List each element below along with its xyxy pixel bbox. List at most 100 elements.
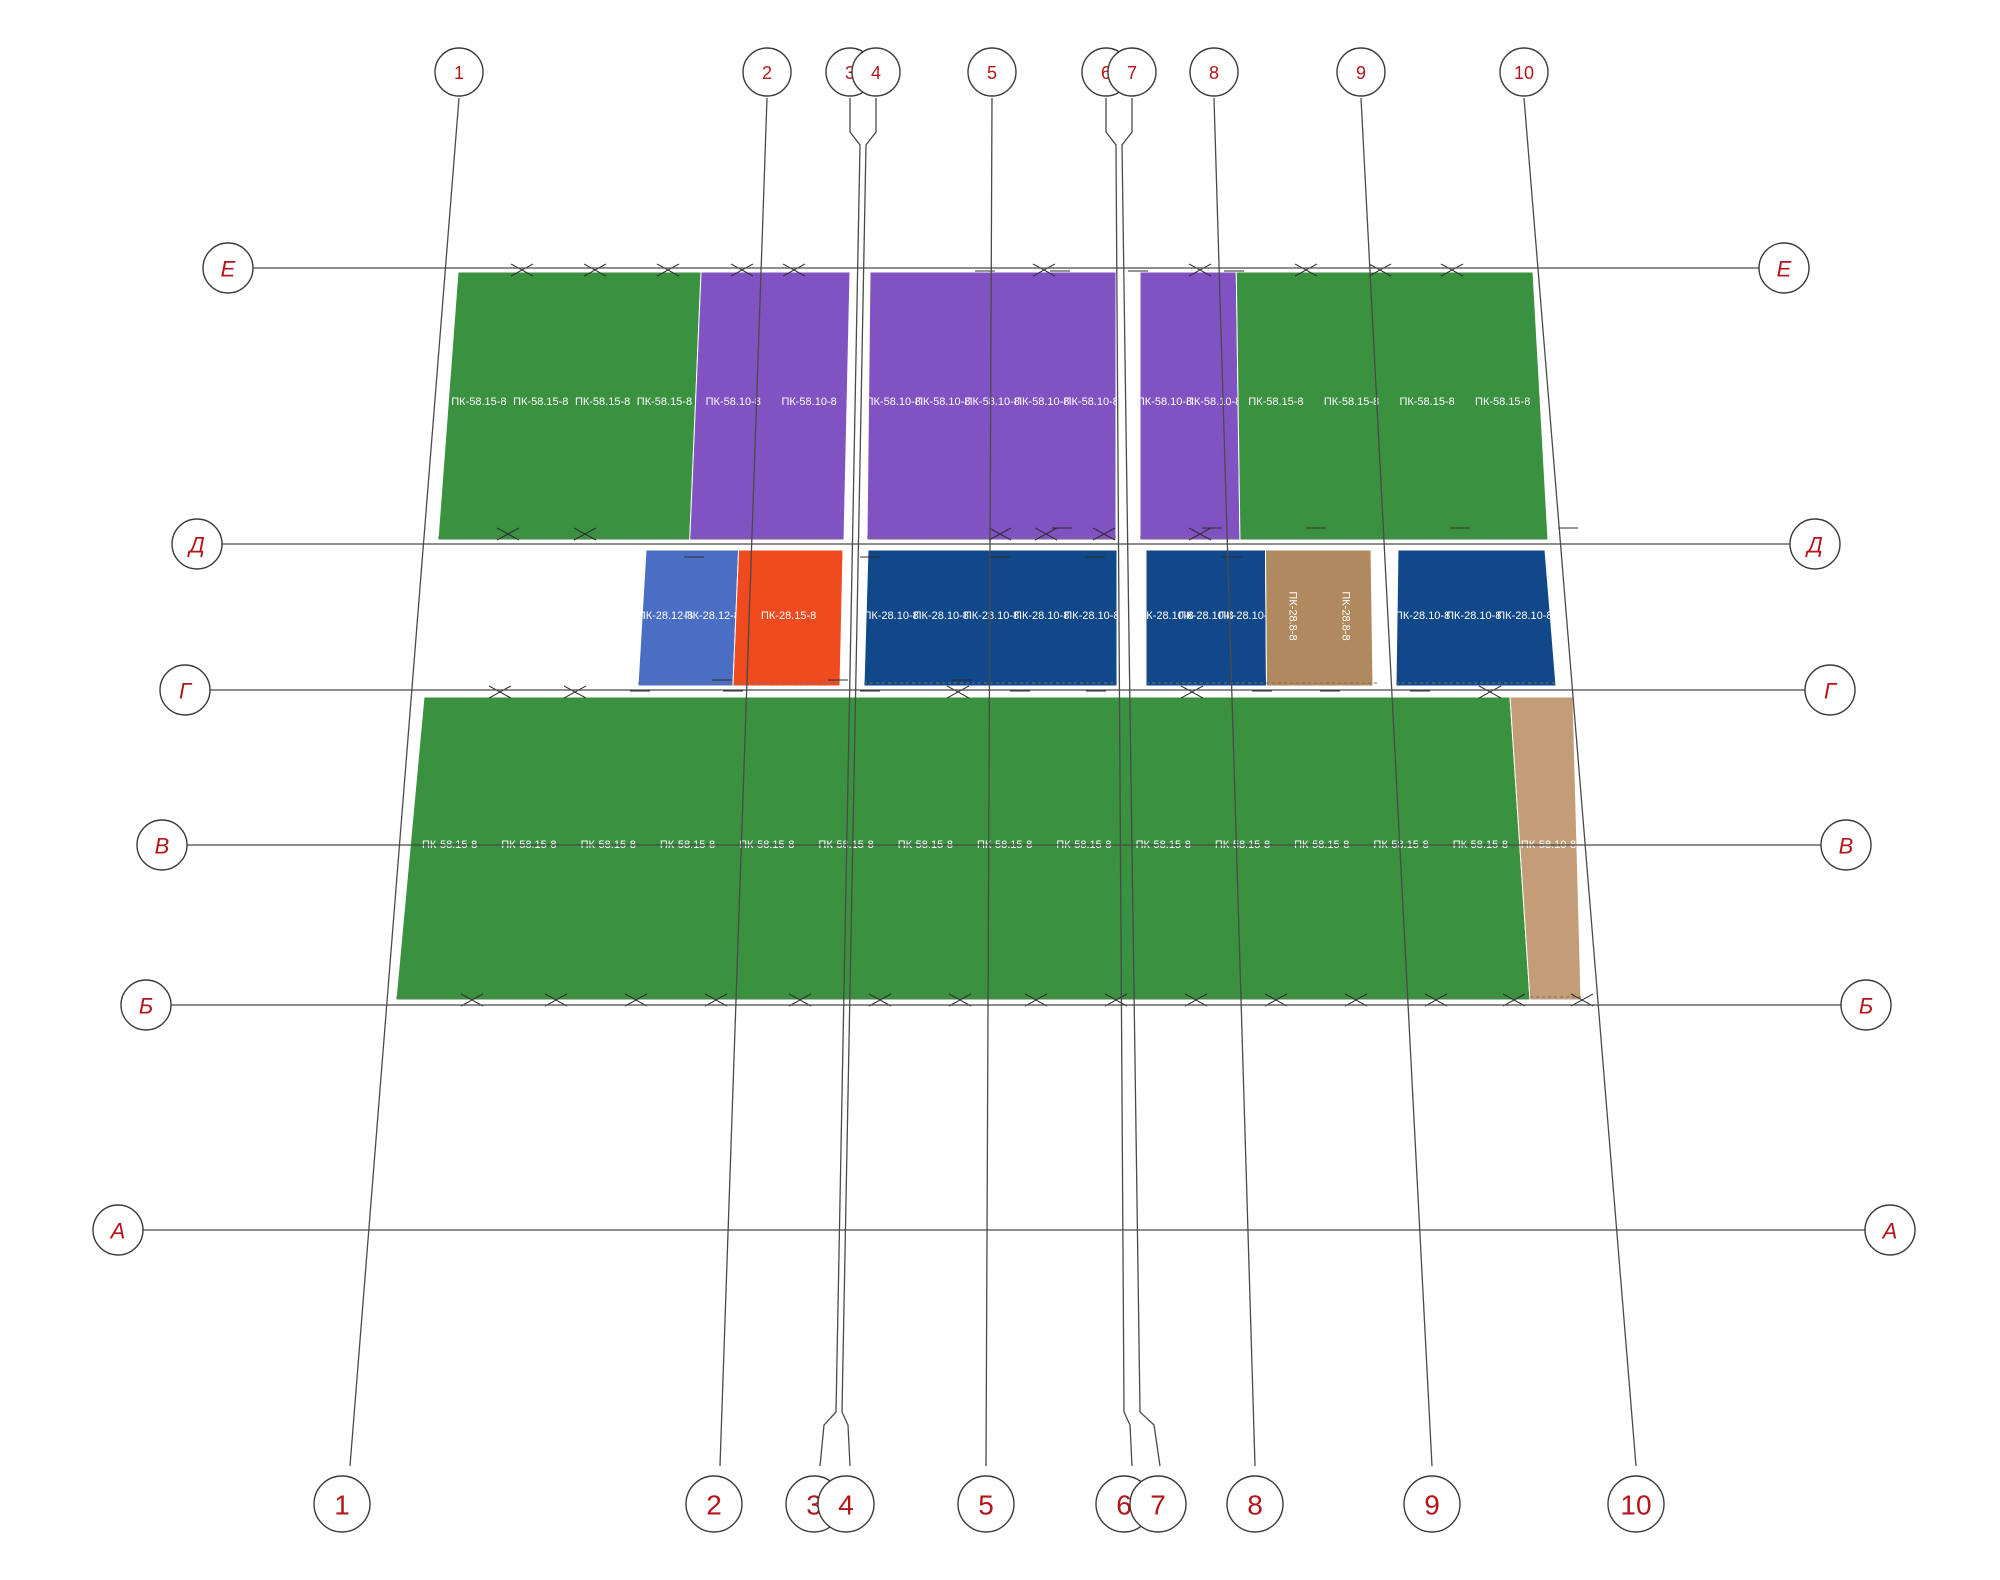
axis-bubble-label: Д [186,533,205,558]
support-mark [1294,263,1318,277]
support-mark [1092,527,1116,541]
axis-line-1 [349,97,460,1467]
axis-bubble-left-2: Г [159,664,211,716]
slab-mark-label: ПК-28.10-8 [1497,610,1552,622]
axis-bubble-bottom-9: 9 [1403,1475,1461,1533]
axis-bubble-circle [171,518,223,570]
axis-bubble-left-5: А [92,1204,144,1256]
support-mark [1024,993,1048,1007]
slab-mark-label: ПК-28.10-8 [1446,610,1501,622]
slab-mark-label: ПК-28.10-8 [1178,610,1233,622]
support-mark [1264,993,1288,1007]
slab-mark-label: ПК-58.10-8 [1137,396,1192,408]
support-mark [583,263,607,277]
slab-mark-label: ПК-28.10-8 [964,610,1019,622]
slab-mark-label: ПК-58.10-8 [1064,396,1119,408]
axis-bubble-label: 6 [1116,1490,1132,1521]
slab-mark-label: ПК-58.10-8 [781,396,836,408]
support-mark [496,527,520,541]
axis-bubble-top-9: 9 [1336,47,1386,97]
axis-bubble-label: А [1881,1219,1898,1244]
support-mark [1478,685,1502,699]
support-mark [573,527,597,541]
slab-mark-label: ПК-58.10-8 [866,396,921,408]
slab-mark-label: ПК-28.10-8 [1218,610,1273,622]
axis-bubble-top-10: 10 [1499,47,1549,97]
axis-bubble-circle [967,47,1017,97]
support-mark [624,993,648,1007]
axis-bubble-bottom-4: 4 [817,1475,875,1533]
axis-bubble-label: 6 [1101,63,1111,83]
axis-bubble-circle [120,979,172,1031]
axis-bubble-circle [1336,47,1386,97]
axis-bubble-right-1: Д [1789,518,1841,570]
axis-bubble-bottom-1: 1 [313,1475,371,1533]
slab-mark-label: ПК-58.15-8 [1399,396,1454,408]
slab-panel-navy [1395,549,1557,687]
axis-bubble-label: Б [139,994,153,1019]
support-mark [1440,263,1464,277]
axis-bubble-circle [1820,819,1872,871]
slab-panel-orange [732,549,844,687]
support-mark [1368,263,1392,277]
axis-bubble-label: А [109,1219,126,1244]
axis-bubble-top-8: 8 [1189,47,1239,97]
support-mark [1424,993,1448,1007]
axis-line-6 [1105,98,1133,1467]
slab-mark-label: ПК-28.15-8 [761,610,816,622]
axis-bubble-circle [851,47,901,97]
axis-bubble-label: 2 [706,1490,722,1521]
axis-bubble-circle [1107,47,1157,97]
axis-bubble-label: 7 [1150,1490,1166,1521]
axis-bubble-label: Е [1777,257,1792,282]
axis-bubble-circle [817,1475,875,1533]
slab-mark-label: ПК-28.12-8 [638,610,693,622]
axis-bubble-bottom-7: 7 [1129,1475,1187,1533]
slab-zones: ПК-58.15-8 ПК-58.15-8 ПК-58.15-8 ПК-58.15-8… [395,271,1582,1001]
support-mark [1188,527,1212,541]
support-mark [782,263,806,277]
slab-panel-green [1235,271,1549,541]
support-mark [704,993,728,1007]
slab-mark-label: ПК-58.10-8 [1014,396,1069,408]
slab-zone-d-g-far-right: ПК-28.10-8ПК-28.10-8ПК-28.10-8 [1395,549,1557,687]
axis-bubble-circle [685,1475,743,1533]
axis-bubble-circle [159,664,211,716]
axis-line-4 [841,98,877,1467]
axis-line-9 [1360,97,1433,1467]
support-mark [1104,993,1128,1007]
axis-bubble-bottom-8: 8 [1226,1475,1284,1533]
axis-bubble-label: 1 [454,63,464,83]
axis-bubble-label: Д [1804,533,1823,558]
axis-bubble-left-3: В [136,819,188,871]
axis-bubble-left-0: Е [202,242,254,294]
axis-bubble-label: 5 [987,63,997,83]
axis-bubble-label: 4 [838,1490,854,1521]
support-mark [1344,993,1368,1007]
axis-bubble-right-4: Б [1840,979,1892,1031]
axis-bubble-right-2: Г [1804,664,1856,716]
axis-bubble-label: 8 [1247,1490,1263,1521]
axis-bubble-label: Г [1824,679,1838,704]
axis-bubble-label: 7 [1127,63,1137,83]
slab-panel-purple [689,271,851,541]
slab-mark-label: ПК-58.15-8 [637,396,692,408]
axis-bubble-top-4: 4 [851,47,901,97]
slab-mark-label: ПК-58.10-8 [706,396,761,408]
support-mark [544,993,568,1007]
slab-mark-label: ПК-28.12-8 [685,610,740,622]
slab-mark-label: ПК-58.15-8 [1324,396,1379,408]
support-mark [1184,993,1208,1007]
support-mark [1032,263,1056,277]
axis-bubble-top-1: 1 [434,47,484,97]
axis-bubble-circle [1804,664,1856,716]
support-mark [488,685,512,699]
support-mark [948,993,972,1007]
slab-mark-label: ПК-28.8-8 [1340,591,1352,640]
slab-mark-label: ПК-58.15-8 [1475,396,1530,408]
axis-line-10 [1523,97,1637,1467]
